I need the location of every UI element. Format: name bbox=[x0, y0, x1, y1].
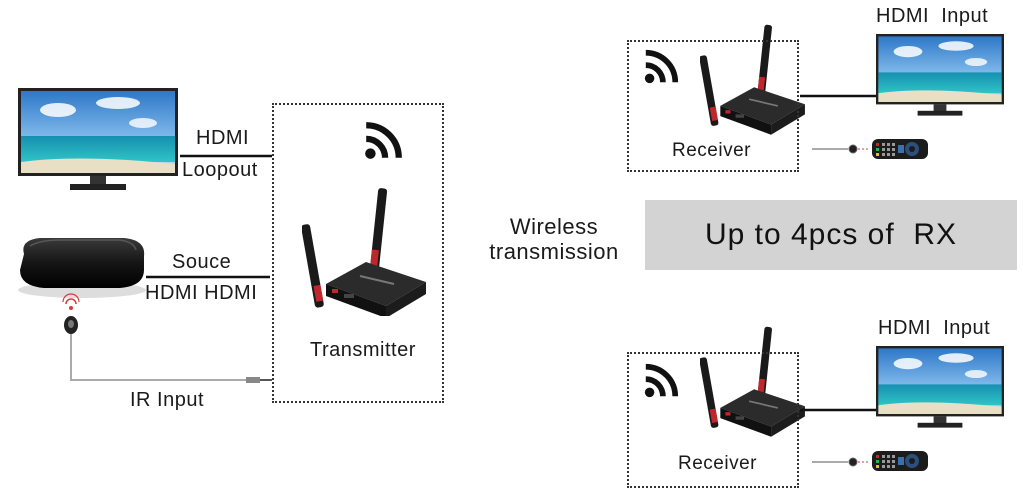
wireless-label-line1: Wireless bbox=[509, 214, 599, 239]
receiver-bottom-box bbox=[627, 352, 799, 488]
receiver-bottom-tv-icon bbox=[876, 346, 1004, 428]
set-top-box-icon bbox=[18, 238, 146, 298]
hdmi-input-bottom-label: HDMI Input bbox=[878, 317, 991, 339]
ir-input-label: IR Input bbox=[130, 389, 205, 411]
ir-sensor-icon bbox=[62, 293, 80, 334]
hdmi-label: HDMI bbox=[196, 127, 250, 149]
transmitter-label: Transmitter bbox=[310, 339, 416, 361]
receiver-top-tv-icon bbox=[876, 34, 1004, 116]
receiver-top-box bbox=[627, 40, 799, 172]
receiver-bottom-label: Receiver bbox=[678, 453, 757, 474]
transmitter-box bbox=[272, 103, 444, 403]
receiver-top-remote-icon bbox=[872, 139, 928, 159]
rx-count-banner: Up to 4pcs of RX bbox=[645, 200, 1017, 270]
wireless-transmission-label: Wireless transmission bbox=[470, 214, 638, 264]
loopout-label: Loopout bbox=[182, 159, 258, 181]
ir-plug bbox=[246, 377, 260, 383]
hdmi-hdmi-label: HDMI HDMI bbox=[145, 282, 258, 304]
receiver-bottom-remote-icon bbox=[872, 451, 928, 471]
wireless-label-line2: transmission bbox=[489, 239, 619, 264]
receiver-top-label: Receiver bbox=[672, 140, 751, 161]
rx-count-banner-text: Up to 4pcs of RX bbox=[704, 218, 958, 251]
souce-label: Souce bbox=[172, 251, 232, 273]
source-tv-icon bbox=[18, 88, 178, 190]
hdmi-input-top-label: HDMI Input bbox=[876, 5, 989, 27]
ir-cable bbox=[70, 334, 246, 381]
